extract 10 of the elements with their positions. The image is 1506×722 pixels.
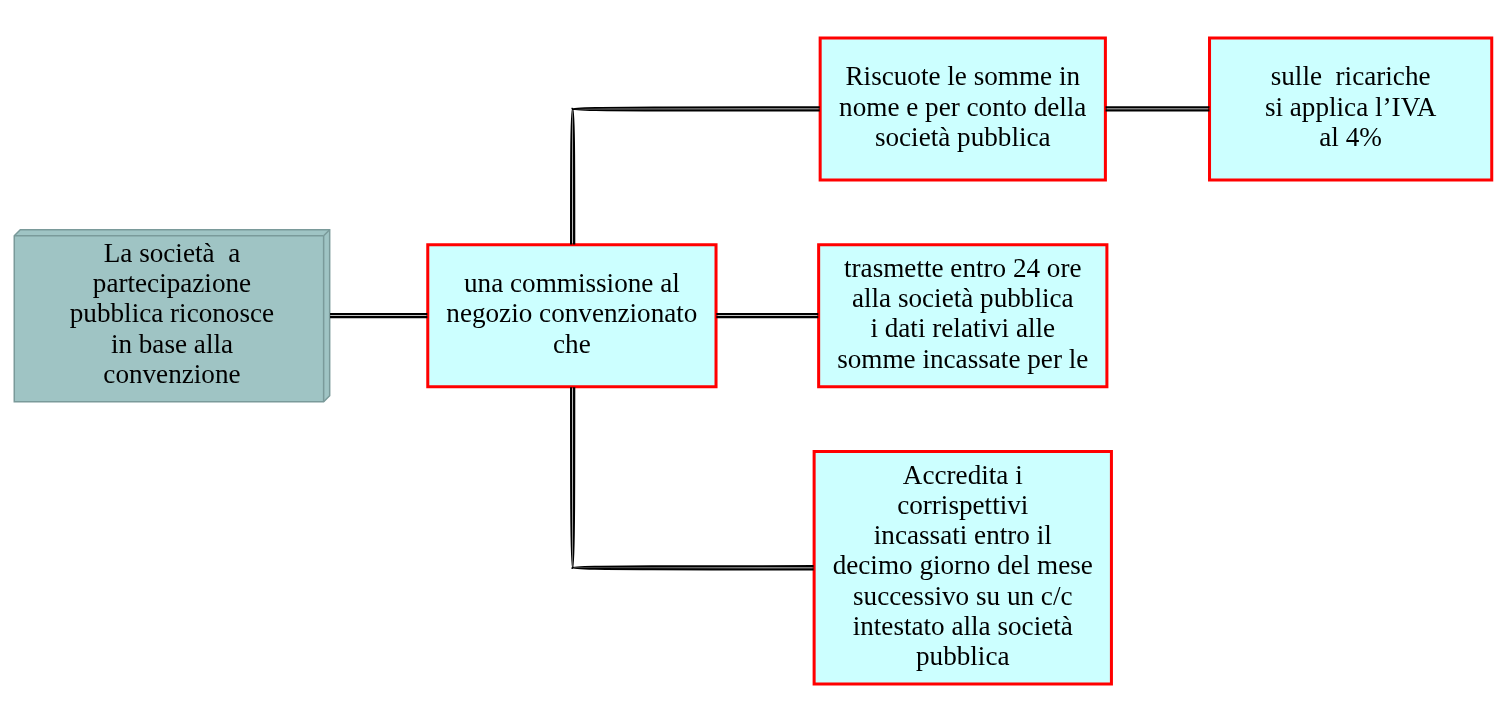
connector bbox=[1105, 106, 1210, 112]
node-box: trasmette entro 24 ore alla società pubblica i dati relativi alle somme incassate per le bbox=[817, 243, 1109, 389]
node-box: Riscuote le somme in nome e per conto della società pubblica bbox=[818, 36, 1107, 182]
connector bbox=[570, 106, 820, 245]
connector bbox=[570, 387, 814, 571]
node-box: sulle ricariche si applica l’IVA al 4% bbox=[1208, 36, 1494, 182]
connector bbox=[330, 313, 428, 319]
node-box: una commissione al negozio convenzionato che bbox=[426, 243, 718, 389]
node-box: Accredita i corrispettivi incassati entro il decimo giorno del mese successivo su un c/c intestato alla società pubblica bbox=[812, 450, 1113, 686]
connector bbox=[716, 313, 819, 319]
